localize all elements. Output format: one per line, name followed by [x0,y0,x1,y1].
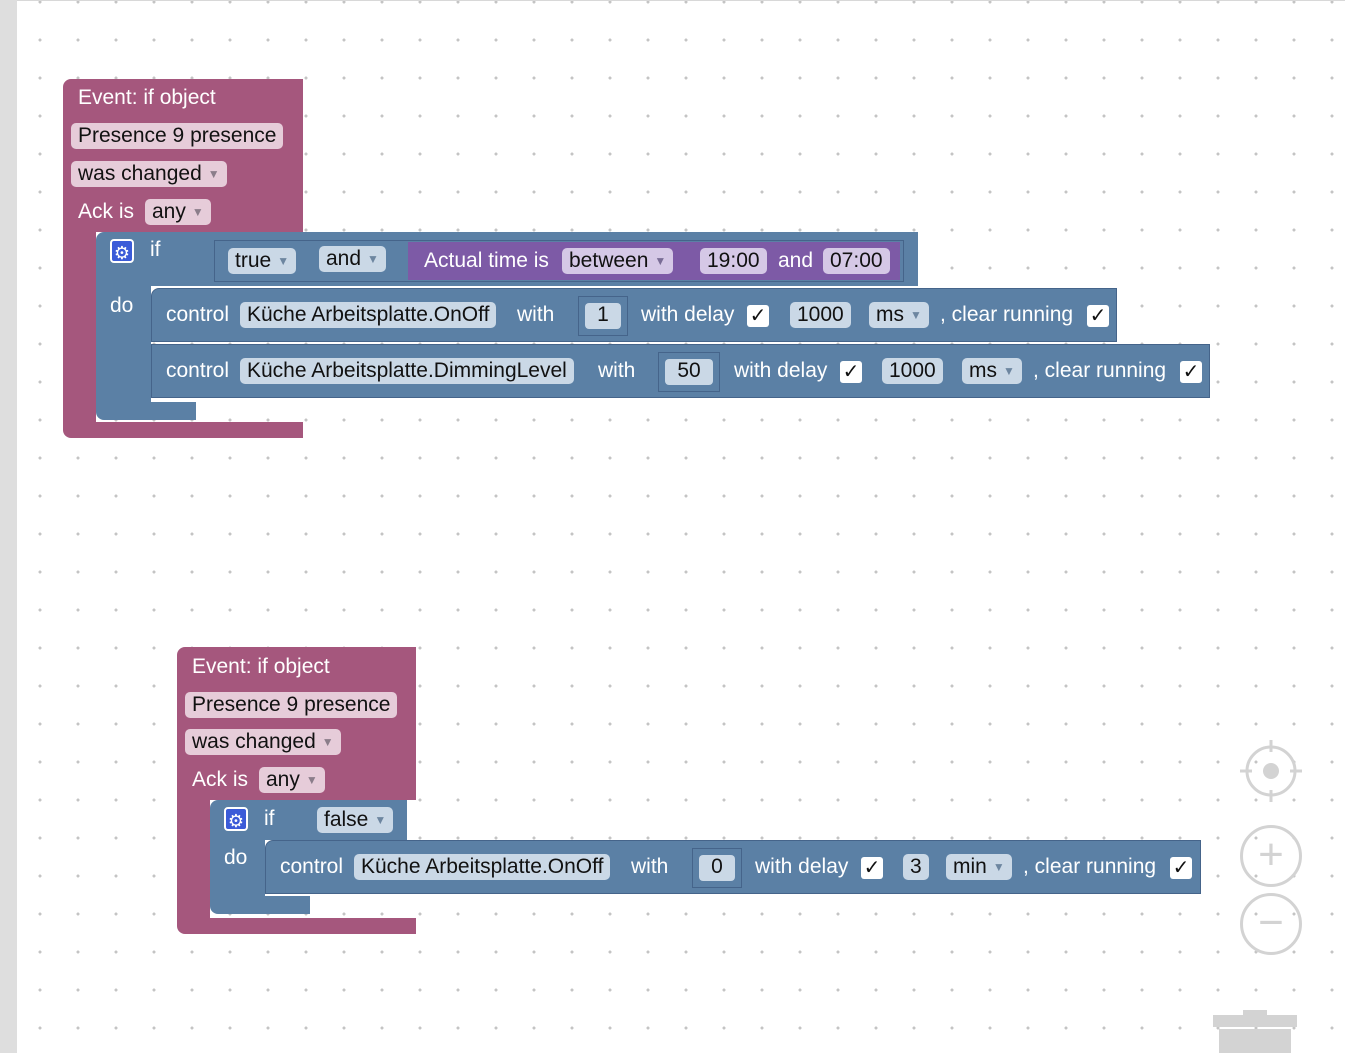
if-block-footer [96,402,196,420]
if-label: if [150,238,161,261]
control-label: control [280,855,344,878]
if-block-side [96,286,151,402]
ack-dropdown[interactable]: any ▼ [259,767,325,793]
cond-left-value: true [235,249,272,272]
delay-unit-value: ms [876,303,904,326]
trigger-value: was changed [192,730,316,753]
cond-value-dropdown[interactable]: false ▼ [317,807,394,833]
delay-value-input[interactable]: 1000 [882,358,943,384]
cond-operator-value: and [326,247,362,270]
trash-can-button[interactable] [1213,1010,1297,1053]
object-id-field[interactable]: Presence 9 presence [185,692,398,718]
trigger-dropdown[interactable]: was changed ▼ [185,729,341,755]
gear-icon[interactable]: ⚙ [110,239,134,263]
clear-running-checkbox[interactable]: ✓ [1087,305,1109,327]
delay-checkbox[interactable]: ✓ [747,305,769,327]
delay-label: with delay [755,855,849,878]
trash-body-icon [1219,1029,1291,1053]
event-title: Event: if object [192,655,330,678]
zoom-in-button[interactable]: + [1240,825,1302,887]
delay-unit-value: ms [969,359,997,382]
time-mode-value: between [569,249,649,272]
delay-value-input[interactable]: 3 [903,854,929,880]
value-number-block[interactable]: 50 [658,352,720,392]
clear-running-checkbox[interactable]: ✓ [1180,361,1202,383]
if-block-side [210,840,265,896]
chevron-down-icon: ▼ [191,205,204,219]
delay-unit-dropdown[interactable]: min ▼ [946,854,1012,880]
delay-unit-dropdown[interactable]: ms ▼ [869,302,929,328]
delay-label: with delay [734,359,828,382]
cond-value: false [324,808,369,831]
delay-checkbox[interactable]: ✓ [861,857,883,879]
trigger-value: was changed [78,162,202,185]
with-label: with [517,303,555,326]
chevron-down-icon: ▼ [374,813,387,827]
if-block-footer [210,896,310,914]
value-number-block[interactable]: 1 [578,296,628,336]
trash-lid-icon [1213,1015,1297,1027]
event-block-footer [63,422,303,438]
time-to-input[interactable]: 07:00 [823,248,890,274]
minus-icon: − [1258,898,1284,947]
cond-operator-dropdown[interactable]: and ▼ [319,246,386,272]
chevron-down-icon: ▼ [654,254,667,268]
ack-value: any [266,768,300,791]
delay-unit-value: min [953,855,987,878]
zoom-out-button[interactable]: − [1240,893,1302,955]
event-block-side [63,232,96,422]
event-title: Event: if object [78,86,216,109]
value-number-block[interactable]: 0 [692,848,742,888]
target-icon [1240,740,1302,802]
left-edge-strip [0,0,17,1053]
ack-value: any [152,200,186,223]
with-label: with [631,855,669,878]
delay-unit-dropdown[interactable]: ms ▼ [962,358,1022,384]
zoom-reset-button[interactable] [1240,740,1302,802]
chevron-down-icon: ▼ [1003,364,1015,378]
cond-left-dropdown[interactable]: true ▼ [228,248,297,274]
clear-running-label: , clear running [1023,855,1157,878]
ack-label: Ack is [192,768,249,791]
value-number-input[interactable]: 0 [699,855,735,881]
time-mode-dropdown[interactable]: between ▼ [562,248,674,274]
control-object-field[interactable]: Küche Arbeitsplatte.OnOff [240,302,497,328]
if-label: if [264,807,275,830]
time-and-label: and [778,249,814,272]
do-label: do [110,294,134,317]
chevron-down-icon: ▼ [992,860,1005,874]
event-block-footer [177,918,416,934]
ack-label: Ack is [78,200,135,223]
trigger-dropdown[interactable]: was changed ▼ [71,161,227,187]
chevron-down-icon: ▼ [367,252,379,266]
delay-label: with delay [641,303,735,326]
clear-running-label: , clear running [1033,359,1167,382]
chevron-down-icon: ▼ [277,254,290,268]
delay-value-input[interactable]: 1000 [790,302,851,328]
clear-running-label: , clear running [940,303,1074,326]
time-from-input[interactable]: 19:00 [700,248,767,274]
control-label: control [166,359,230,382]
chevron-down-icon: ▼ [305,773,318,787]
event-block-side [177,800,210,918]
gear-icon[interactable]: ⚙ [224,807,248,831]
time-label: Actual time is [424,249,549,272]
value-number-input[interactable]: 1 [585,303,621,329]
clear-running-checkbox[interactable]: ✓ [1170,857,1192,879]
chevron-down-icon: ▼ [910,308,922,322]
plus-icon: + [1258,830,1284,879]
delay-checkbox[interactable]: ✓ [840,361,862,383]
object-id-field[interactable]: Presence 9 presence [71,123,284,149]
with-label: with [598,359,636,382]
trash-handle-icon [1243,1010,1267,1016]
chevron-down-icon: ▼ [321,735,334,749]
control-object-field[interactable]: Küche Arbeitsplatte.OnOff [354,854,611,880]
do-label: do [224,846,248,869]
value-number-input[interactable]: 50 [665,359,713,385]
control-object-field[interactable]: Küche Arbeitsplatte.DimmingLevel [240,358,574,384]
ack-dropdown[interactable]: any ▼ [145,199,211,225]
chevron-down-icon: ▼ [207,167,220,181]
control-label: control [166,303,230,326]
